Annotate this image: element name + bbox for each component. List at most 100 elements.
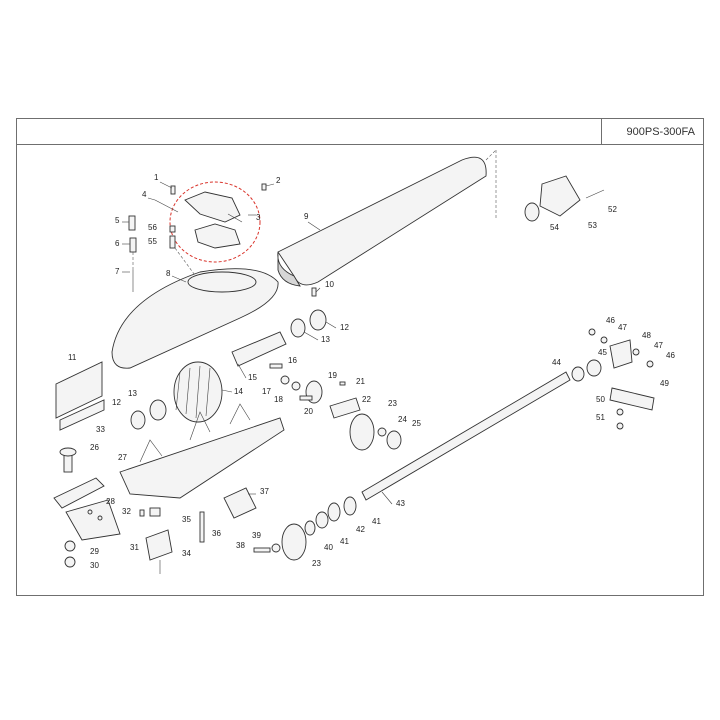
callout-22: 22 — [362, 395, 371, 404]
part-nut-51 — [616, 422, 624, 430]
callout-26: 26 — [90, 443, 99, 452]
callout-38: 38 — [236, 541, 245, 550]
callout-14: 14 — [234, 387, 243, 396]
callout-36: 36 — [212, 529, 221, 538]
part-rotor-15 — [231, 331, 287, 367]
part-plate-31 — [65, 499, 121, 541]
part-lead-screw-43 — [361, 371, 571, 501]
callout-10: 10 — [325, 280, 334, 289]
callout-55: 55 — [148, 237, 157, 246]
part-washer-50 — [616, 408, 624, 416]
callout-35: 35 — [182, 515, 191, 524]
part-ring-12b — [149, 399, 167, 421]
callout-25: 25 — [412, 419, 421, 428]
part-screw-10 — [311, 287, 317, 297]
part-gear-23a — [349, 413, 375, 451]
part-ring-12a — [309, 309, 327, 331]
callout-52: 52 — [608, 205, 617, 214]
part-bracket-upper — [184, 191, 241, 223]
part-ring-44 — [571, 366, 585, 382]
callout-41b: 41 — [372, 517, 381, 526]
callout-50: 50 — [596, 395, 605, 404]
part-housing-tube-9 — [277, 156, 487, 286]
callout-12b: 12 — [112, 398, 121, 407]
callout-3: 3 — [256, 213, 261, 222]
model-code: 900PS-300FA — [601, 119, 703, 144]
part-plate-33 — [59, 399, 105, 431]
callout-51: 51 — [596, 413, 605, 422]
part-ring-45 — [586, 359, 602, 377]
part-screw-52 — [585, 189, 605, 199]
part-pin-4 — [154, 199, 179, 213]
callout-46b: 46 — [666, 351, 675, 360]
callout-31: 31 — [130, 543, 139, 552]
part-ring-13a — [290, 318, 306, 338]
callout-54: 54 — [550, 223, 559, 232]
callout-19: 19 — [328, 371, 337, 380]
callout-8: 8 — [166, 269, 171, 278]
part-pin-21 — [339, 381, 346, 386]
callout-11: 11 — [68, 353, 77, 362]
part-bracket-34 — [145, 529, 173, 561]
part-bolt-6 — [129, 237, 137, 253]
part-washer-47b — [632, 348, 640, 356]
part-washer-17 — [280, 375, 290, 385]
part-nut-35 — [149, 507, 161, 517]
part-capacitor-37 — [223, 487, 257, 519]
part-bolt-36 — [199, 511, 205, 543]
callout-17: 17 — [262, 387, 271, 396]
callout-16: 16 — [288, 356, 297, 365]
part-plate-11 — [55, 361, 103, 419]
callout-2: 2 — [276, 176, 281, 185]
callout-30: 30 — [90, 561, 99, 570]
part-plate-49 — [609, 387, 655, 411]
part-pin-56 — [169, 225, 176, 233]
callout-32: 32 — [122, 507, 131, 516]
callout-23a: 23 — [388, 399, 397, 408]
part-ring-41a — [315, 511, 329, 529]
callout-5: 5 — [115, 216, 120, 225]
part-shaft-20 — [299, 395, 313, 401]
callout-4: 4 — [142, 190, 147, 199]
callout-18: 18 — [274, 395, 283, 404]
callout-46a: 46 — [606, 316, 615, 325]
title-block: 900PS-300FA — [17, 119, 703, 145]
callout-13b: 13 — [128, 389, 137, 398]
part-ring-41b — [343, 496, 357, 516]
part-washer-39 — [271, 543, 281, 553]
part-washer-24 — [377, 427, 387, 437]
callout-21: 21 — [356, 377, 365, 386]
callout-48: 48 — [642, 331, 651, 340]
part-ring-42 — [327, 502, 341, 522]
part-pin-55 — [169, 235, 176, 249]
part-screw-1 — [170, 185, 176, 195]
callout-28: 28 — [106, 497, 115, 506]
part-ring-13b — [130, 410, 146, 430]
callout-23b: 23 — [312, 559, 321, 568]
part-worm-22 — [329, 397, 361, 419]
callout-34: 34 — [182, 549, 191, 558]
callout-45: 45 — [598, 348, 607, 357]
callout-49: 49 — [660, 379, 669, 388]
callout-29: 29 — [90, 547, 99, 556]
callout-40: 40 — [324, 543, 333, 552]
callout-44: 44 — [552, 358, 561, 367]
part-washer-47a — [600, 336, 608, 344]
part-nut-30 — [64, 556, 76, 568]
part-screw-32 — [139, 509, 145, 517]
highlight-circle — [169, 181, 261, 263]
callout-37: 37 — [260, 487, 269, 496]
callout-1: 1 — [154, 173, 159, 182]
callout-41a: 41 — [340, 537, 349, 546]
callout-27: 27 — [118, 453, 127, 462]
callout-15: 15 — [248, 373, 257, 382]
callout-13a: 13 — [321, 335, 330, 344]
callout-53: 53 — [588, 221, 597, 230]
callout-42: 42 — [356, 525, 365, 534]
part-gear-23b — [281, 523, 307, 561]
part-bracket-48 — [609, 339, 633, 369]
callout-47b: 47 — [654, 341, 663, 350]
part-cover-8 — [111, 268, 279, 369]
part-screw-2 — [261, 183, 267, 191]
